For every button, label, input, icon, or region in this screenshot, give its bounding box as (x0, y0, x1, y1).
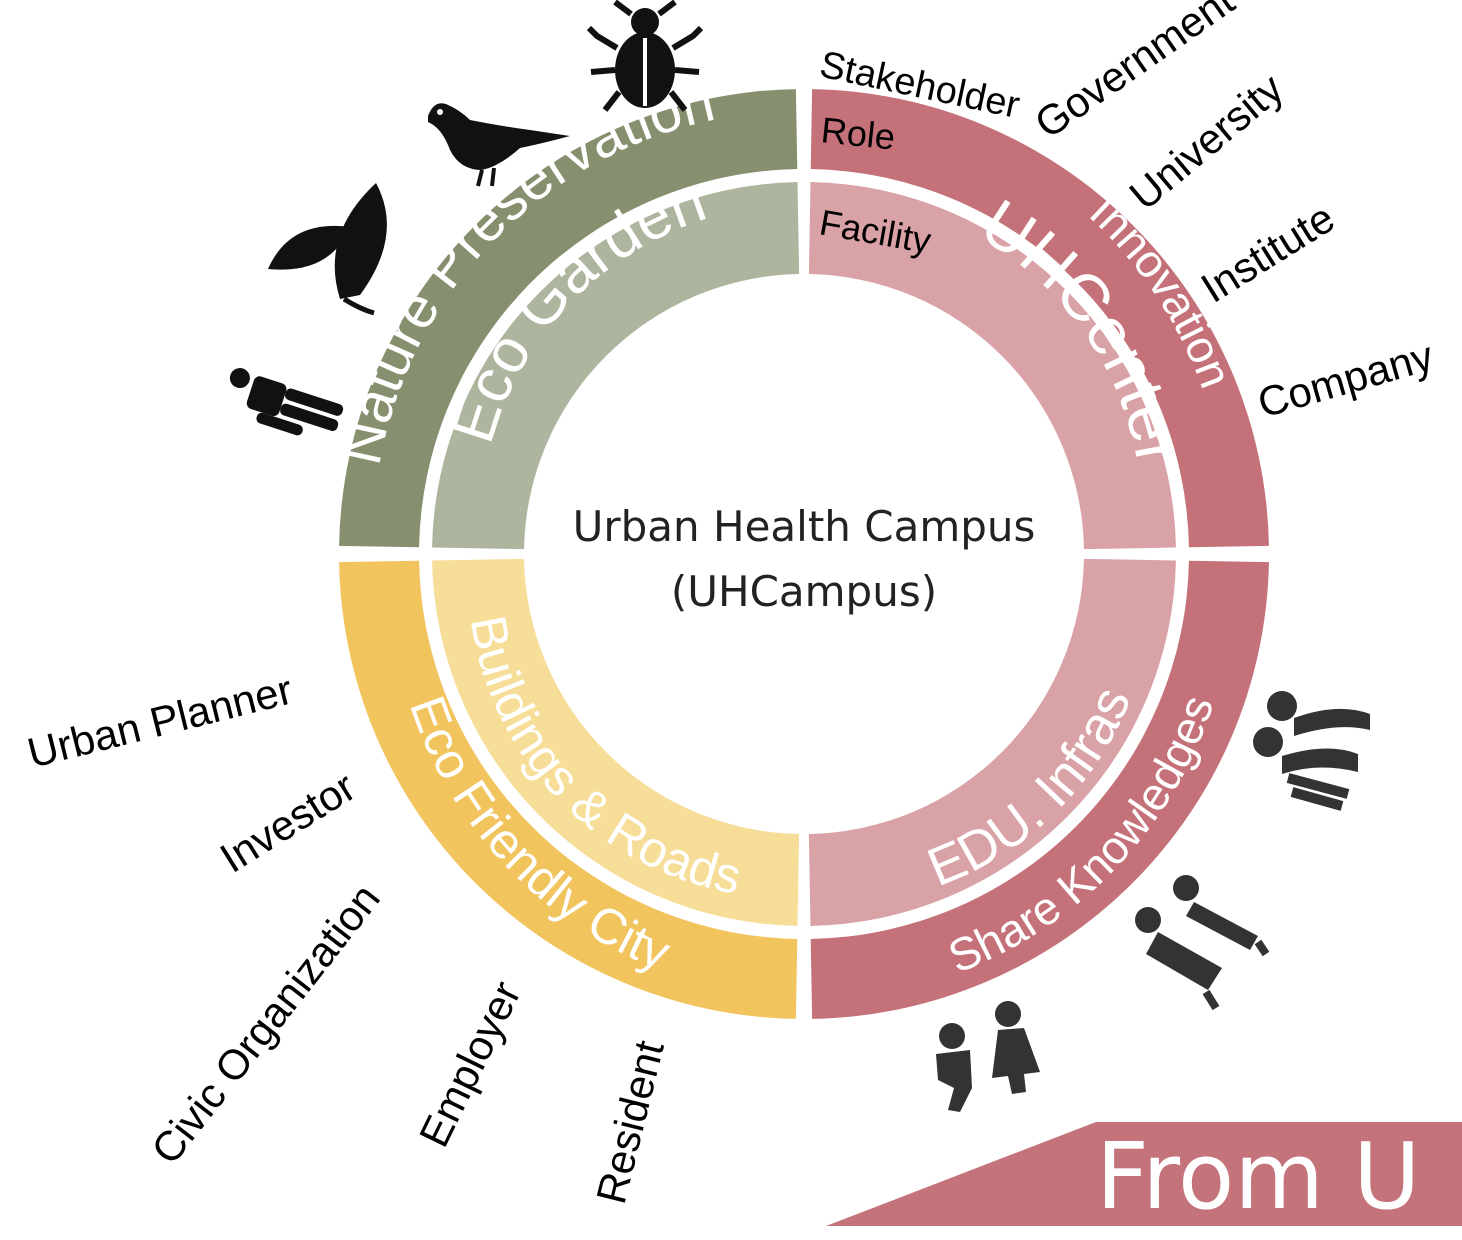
segment-nature-preservation (339, 89, 798, 548)
center-title-line1: Urban Health Campus (573, 502, 1036, 551)
civic-organization-label: Civic Organization (142, 875, 389, 1172)
leaves-icon (268, 183, 387, 316)
segment-edu-infras (808, 558, 1176, 926)
beetle-icon (586, 0, 704, 112)
elderly-couple-icon (1253, 691, 1370, 811)
banner-shape (826, 1122, 1462, 1226)
children-icon (936, 1001, 1040, 1112)
company-label: Company (1253, 332, 1439, 427)
resident-label: Resident (587, 1036, 673, 1209)
university-label: University (1121, 64, 1292, 219)
employer-label: Employer (410, 974, 530, 1154)
adult-couple-icon (1135, 875, 1270, 1011)
urban-planner-label: Urban Planner (23, 666, 297, 777)
ring-segments (339, 89, 1269, 1019)
bird-icon (428, 103, 570, 187)
center-title-line2: (UHCampus) (671, 567, 937, 616)
legend-role-label: Role (819, 109, 897, 158)
segment-eco-friendly-city (339, 560, 798, 1019)
person-icon (229, 368, 344, 436)
segment-uhcenter (808, 182, 1176, 550)
institute-label: Institute (1193, 194, 1343, 312)
investor-label: Investor (212, 763, 364, 882)
banner-text: From U (1096, 1123, 1421, 1230)
segment-eco-garden (432, 182, 800, 550)
segment-innovation (810, 89, 1269, 548)
segment-share-knowledges (810, 560, 1269, 1019)
segment-buildings-roads (432, 558, 800, 926)
